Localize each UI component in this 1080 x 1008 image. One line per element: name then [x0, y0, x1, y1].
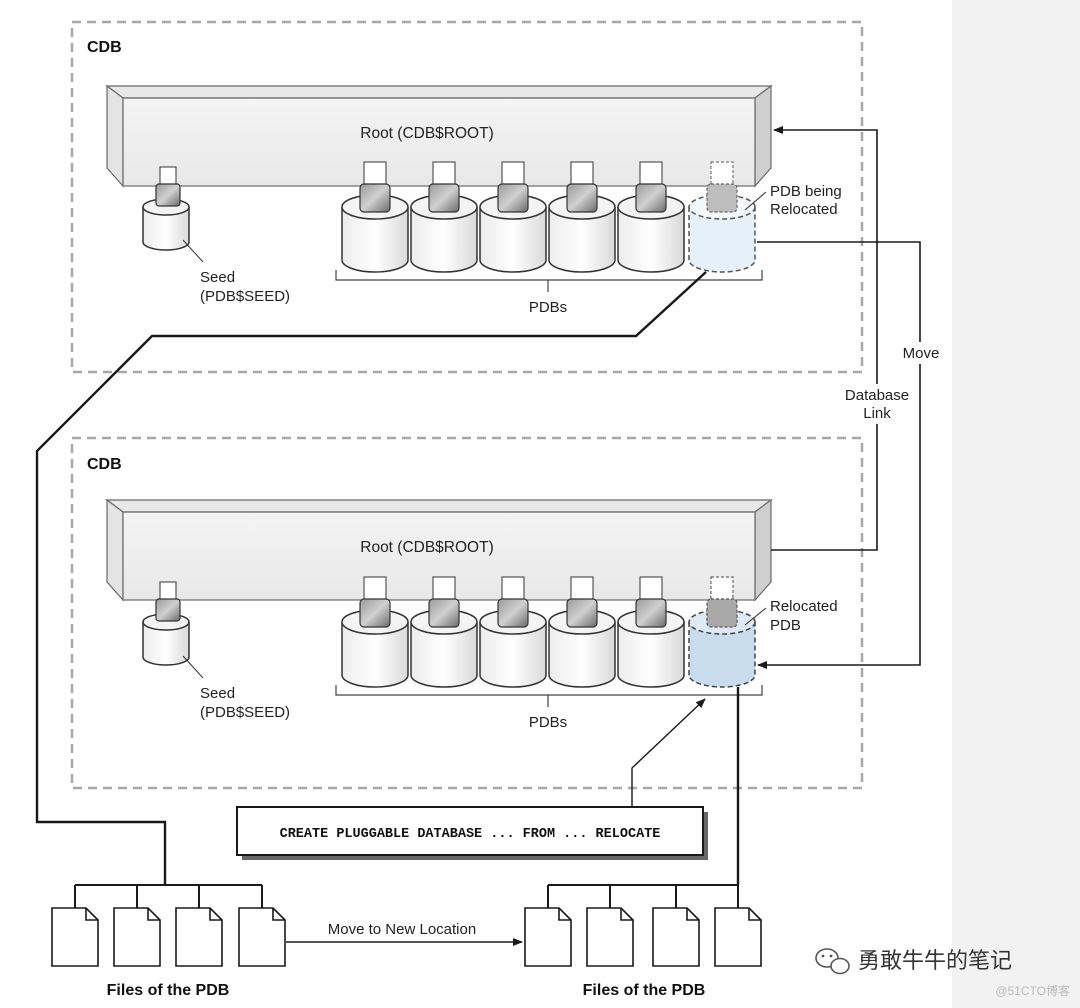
right-file-2-icon: [586, 907, 634, 967]
top-seed-database: [142, 166, 190, 251]
top-pdb-5: [617, 161, 685, 273]
top-pdbs-label: PDBs: [529, 299, 567, 316]
bottom-seed-label-line1: Seed: [200, 685, 235, 702]
database-link-label-line1: Database: [845, 387, 909, 404]
bottom-relocated-leader: [744, 607, 767, 626]
top-relocating-leader: [744, 191, 767, 211]
top-pdb-4: [548, 161, 616, 273]
database-link-label-bg: [838, 384, 916, 424]
top-cdb-label: CDB: [87, 39, 122, 56]
old-files-connector: [35, 271, 707, 885]
database-link-arrow: [771, 126, 878, 551]
database-link-label-line2: Link: [863, 405, 891, 422]
top-seed-label-line1: Seed: [200, 269, 235, 286]
watermark-site: @51CTO博客: [995, 983, 1070, 998]
bottom-pdb-2: [410, 576, 478, 688]
top-root-label: Root (CDB$ROOT): [360, 125, 494, 142]
top-seed-leader: [182, 239, 204, 263]
top-seed-label-line2: (PDB$SEED): [200, 288, 290, 305]
bottom-relocated-label-line1: Relocated: [770, 598, 838, 615]
left-file-2-icon: [113, 907, 161, 967]
command-arrow: [631, 698, 706, 808]
top-cdb: CDB Root (CDB$ROOT) Seed (PDB$SEED): [70, 20, 864, 374]
bottom-relocated-label-line2: PDB: [770, 617, 801, 634]
bottom-pdb-3: [479, 576, 547, 688]
bottom-root-container: Root (CDB$ROOT): [105, 498, 773, 602]
bottom-seed-database: [142, 581, 190, 666]
right-file-4-icon: [714, 907, 762, 967]
bottom-pdb-5: [617, 576, 685, 688]
right-file-3-icon: [652, 907, 700, 967]
bottom-cdb: CDB Root (CDB$ROOT) Seed (PDB$SEED): [70, 436, 864, 790]
bottom-seed-leader: [182, 655, 204, 679]
bottom-pdbs-label: PDBs: [529, 714, 567, 731]
move-arrow: [757, 241, 921, 669]
bottom-root-label: Root (CDB$ROOT): [360, 539, 494, 556]
left-file-4-icon: [238, 907, 286, 967]
bottom-cdb-border: [70, 436, 864, 790]
wechat-icon: [815, 948, 850, 975]
bottom-seed-label-line2: (PDB$SEED): [200, 704, 290, 721]
move-files-label: Move to New Location: [328, 921, 476, 938]
top-pdbs-bracket: [335, 270, 763, 292]
top-relocating-pdb: [688, 161, 756, 273]
watermark-brand: 勇敢牛牛的笔记: [858, 948, 1012, 973]
move-label-bg: [897, 342, 945, 364]
top-cdb-border: [70, 20, 864, 374]
top-relocating-label-line1: PDB being: [770, 183, 842, 200]
bottom-pdb-1: [341, 576, 409, 688]
top-pdb-1: [341, 161, 409, 273]
left-files-tree: [74, 884, 263, 908]
top-relocating-label-line2: Relocated: [770, 201, 838, 218]
right-files-tree: [547, 884, 739, 908]
left-file-3-icon: [175, 907, 223, 967]
bottom-relocated-pdb: [688, 576, 756, 688]
command-text: CREATE PLUGGABLE DATABASE ... FROM ... R…: [280, 827, 661, 842]
bottom-cdb-label: CDB: [87, 456, 122, 473]
left-files-label: Files of the PDB: [107, 982, 230, 999]
left-file-1-icon: [51, 907, 99, 967]
command-box: CREATE PLUGGABLE DATABASE ... FROM ... R…: [236, 806, 708, 860]
top-pdb-2: [410, 161, 478, 273]
right-files-label: Files of the PDB: [583, 982, 706, 999]
bottom-pdbs-bracket: [335, 685, 763, 707]
right-file-1-icon: [524, 907, 572, 967]
bottom-pdb-4: [548, 576, 616, 688]
top-pdb-3: [479, 161, 547, 273]
move-label: Move: [903, 345, 940, 362]
